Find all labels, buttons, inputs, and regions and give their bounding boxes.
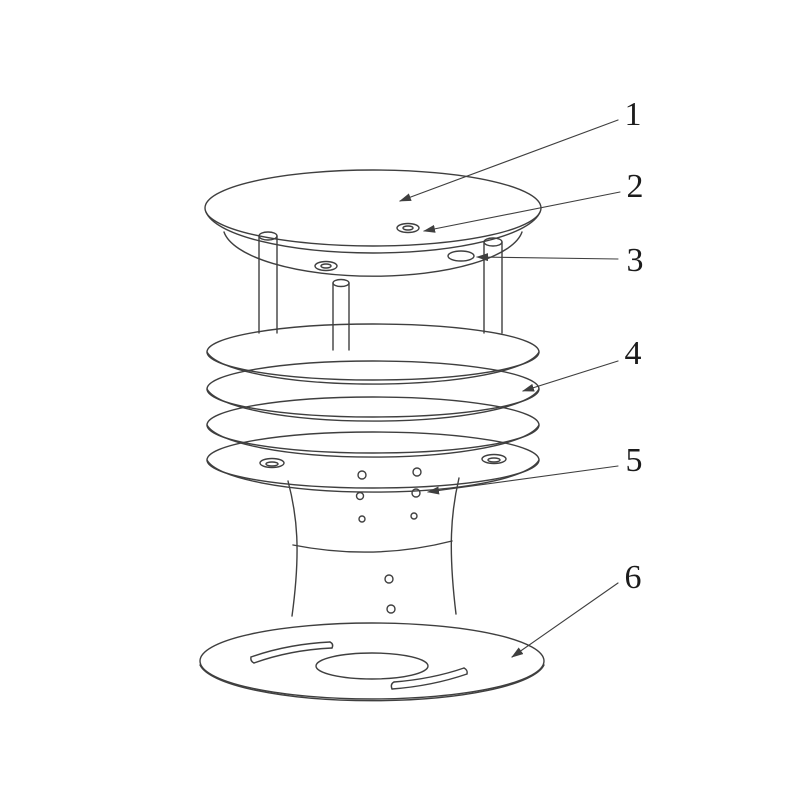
louver-plate-bottom bbox=[206, 431, 540, 493]
base-plate-thickness bbox=[199, 664, 545, 702]
base-plate bbox=[199, 622, 545, 702]
base-center-hole bbox=[315, 652, 429, 680]
post-left bbox=[258, 231, 278, 334]
leader-line-4 bbox=[522, 360, 619, 392]
leader-line-6 bbox=[511, 582, 619, 658]
cap-screw-left bbox=[314, 260, 338, 272]
plate-slot-left bbox=[259, 457, 285, 469]
diagram-linework bbox=[199, 119, 621, 702]
louver-plate bbox=[206, 396, 540, 458]
body-right-edge bbox=[450, 477, 460, 615]
callout-labels: 1 2 3 4 5 6 bbox=[625, 96, 644, 596]
louver-stack bbox=[206, 323, 540, 493]
leader-line-5 bbox=[427, 465, 619, 495]
sensor-body bbox=[287, 467, 460, 617]
plate-slot-right-inner bbox=[487, 457, 501, 463]
mounting-posts bbox=[258, 231, 503, 351]
post-middle bbox=[332, 278, 350, 351]
top-cap bbox=[204, 169, 542, 277]
top-cap-bottom-face bbox=[223, 231, 523, 277]
leader-line-1 bbox=[399, 119, 619, 202]
post-right bbox=[483, 237, 503, 334]
base-slot-left bbox=[250, 641, 334, 664]
top-cap-under-rim bbox=[205, 211, 541, 254]
leader-line-2 bbox=[423, 191, 621, 233]
callout-label-5: 5 bbox=[626, 442, 643, 479]
cap-hole bbox=[447, 250, 475, 262]
body-holes bbox=[355, 467, 422, 614]
plate-slot-left-inner bbox=[265, 461, 279, 467]
top-cap-rim bbox=[204, 169, 542, 247]
callout-label-4: 4 bbox=[625, 335, 642, 372]
cap-screw bbox=[396, 222, 420, 234]
body-left-edge bbox=[287, 480, 298, 617]
leader-line-3 bbox=[476, 253, 619, 262]
plate-slot-right bbox=[481, 453, 507, 465]
base-slot-right bbox=[390, 667, 468, 690]
callout-label-1: 1 bbox=[625, 96, 642, 133]
louver-plate bbox=[206, 360, 540, 422]
callout-leaders bbox=[399, 119, 621, 658]
callout-label-3: 3 bbox=[627, 242, 644, 279]
callout-label-2: 2 bbox=[627, 168, 644, 205]
callout-label-6: 6 bbox=[625, 559, 642, 596]
louver-plate bbox=[206, 323, 540, 385]
base-plate-rim bbox=[199, 622, 545, 700]
body-seam bbox=[292, 540, 453, 553]
